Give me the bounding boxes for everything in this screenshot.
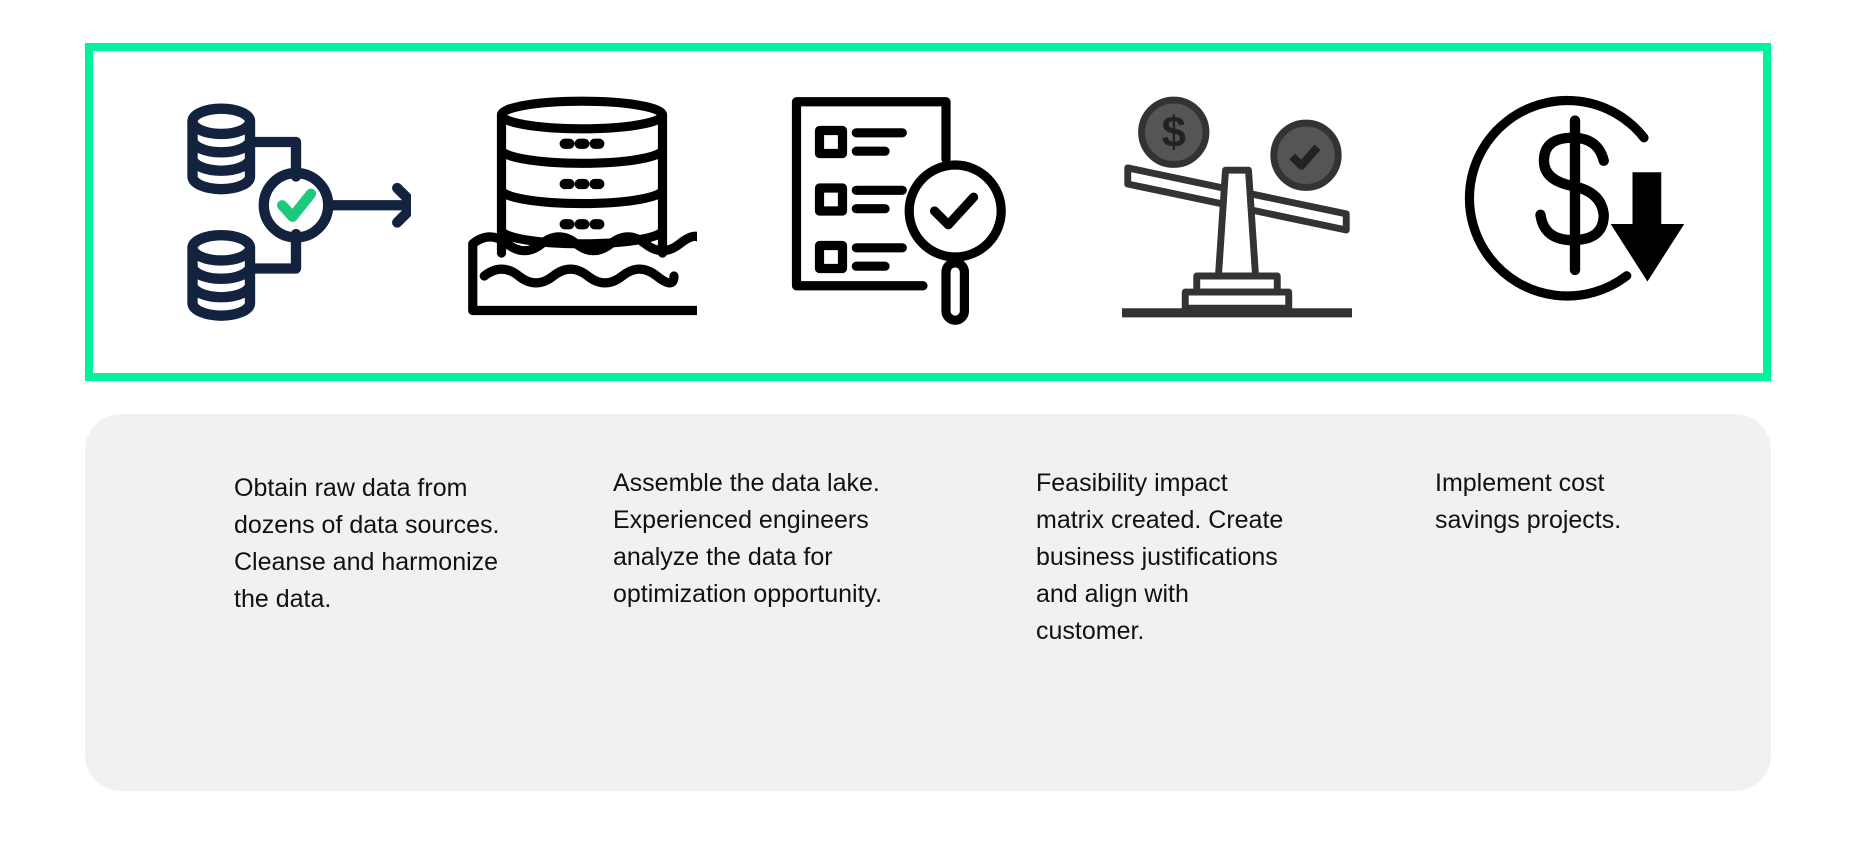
balance-scale-dollar-icon: $ bbox=[1122, 92, 1352, 322]
step-2-description: Assemble the data lake. Experienced engi… bbox=[613, 469, 883, 608]
database-validation-icon bbox=[181, 96, 420, 326]
step-3-description: Feasibility impact matrix created. Creat… bbox=[1036, 469, 1284, 645]
step-4-description: Implement cost savings projects. bbox=[1435, 469, 1622, 534]
svg-text:$: $ bbox=[1162, 108, 1186, 157]
icons-frame bbox=[85, 43, 1771, 381]
step-1-description: Obtain raw data from dozens of data sour… bbox=[234, 474, 500, 613]
descriptions-panel bbox=[85, 414, 1771, 791]
checklist-magnifier-icon bbox=[785, 96, 1015, 326]
dollar-decrease-icon bbox=[1460, 86, 1690, 316]
data-lake-icon bbox=[467, 92, 708, 322]
